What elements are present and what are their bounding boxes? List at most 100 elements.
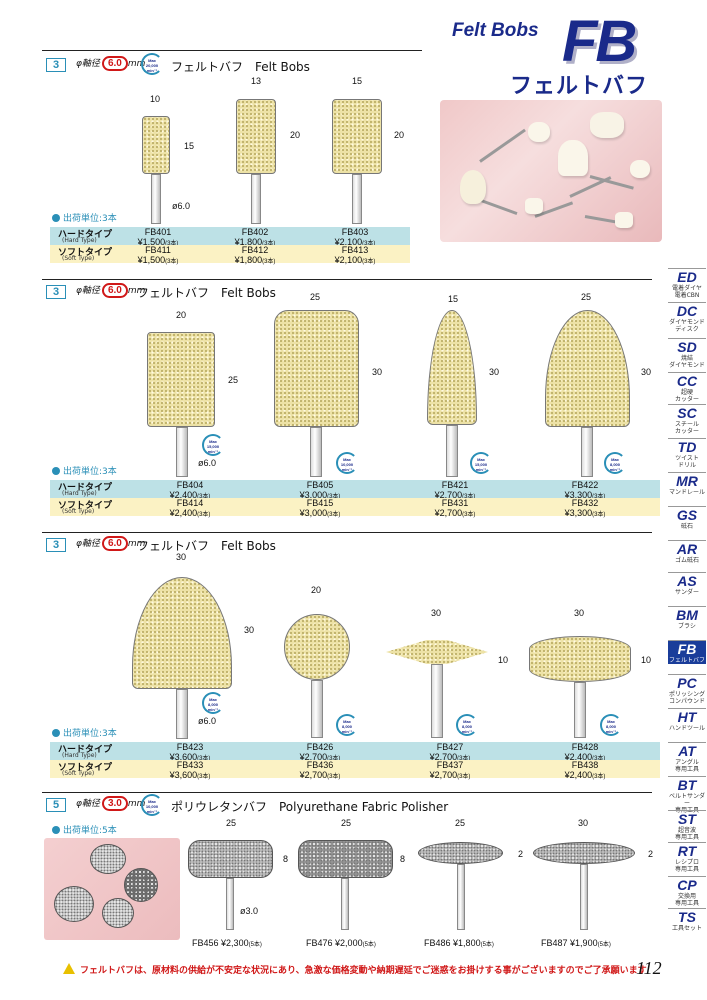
product-code-fb456: FB456 ¥2,300(5本) xyxy=(192,938,262,948)
section-title: フェルトバフ Felt Bobs xyxy=(137,286,276,300)
product-code-fb487: FB487 ¥1,900(5本) xyxy=(541,938,611,948)
sidebar-label: ツイスト ドリル xyxy=(675,455,699,469)
unit-note: 出荷単位:3本 xyxy=(52,726,117,739)
felt-bob-fb405 xyxy=(274,310,359,427)
qty-box: 3 xyxy=(46,58,66,72)
footer-notice: フェルトバフは、原材料の供給が不安定な状況にあり、急激な価格変動や納期遅延でご迷… xyxy=(80,966,647,976)
dimension-label: 25 xyxy=(226,818,237,828)
sidebar-label: アングル 専用工具 xyxy=(674,759,699,773)
sidebar-code: SD xyxy=(677,339,697,355)
dimension-label: 30 xyxy=(176,552,187,562)
sidebar-code: HT xyxy=(677,709,697,725)
sidebar-code: ST xyxy=(678,811,696,827)
felt-bob-fb428 xyxy=(529,636,631,682)
felt-bob-fb421 xyxy=(427,310,477,425)
price-table: ハードタイプ(Hard Type) FB401¥1,500(3本) FB402¥… xyxy=(50,227,410,265)
dimension-label: ø6.0 xyxy=(198,716,217,726)
felt-bob-fb423 xyxy=(132,577,232,689)
sidebar-code: FB xyxy=(677,641,697,657)
hard-row: ハードタイプ(Hard Type) FB401¥1,500(3本) FB402¥… xyxy=(50,227,410,247)
felt-bob-fb402 xyxy=(236,99,276,174)
polisher-photo xyxy=(44,838,180,940)
dimension-label: 30 xyxy=(578,818,589,828)
felt-bob-fb422 xyxy=(545,310,630,427)
dimension-label: 8 xyxy=(400,854,406,864)
qty-box: 3 xyxy=(46,285,66,299)
dimension-label: 25 xyxy=(581,292,592,302)
brand-title-en: Felt Bobs xyxy=(452,20,539,41)
dimension-label: 25 xyxy=(341,818,352,828)
dimension-label: 15 xyxy=(352,76,363,86)
sidebar-code: ED xyxy=(677,269,697,285)
sidebar-label: サンダー xyxy=(674,589,699,596)
dimension-label: 25 xyxy=(228,375,239,385)
section-divider xyxy=(42,279,652,280)
product-code-fb476: FB476 ¥2,000(5本) xyxy=(306,938,376,948)
dimension-label: ø6.0 xyxy=(198,458,217,468)
sidebar-label: ダイヤモンド ディスク xyxy=(669,319,705,333)
sidebar-code: BM xyxy=(676,607,698,623)
sidebar-label: 焼結 ダイヤモンド xyxy=(669,355,705,369)
sidebar-label: 交換用 専用工具 xyxy=(674,893,699,907)
sidebar-label: 超音波 専用工具 xyxy=(674,827,699,841)
soft-row: ソフトタイプ(Soft Type) FB433¥3,600(3本) FB436¥… xyxy=(50,760,660,780)
sidebar-label: レシプロ 専用工具 xyxy=(674,859,699,873)
product-photo xyxy=(440,100,662,242)
price-table: ハードタイプ(Hard Type) FB404¥2,400(3本) FB405¥… xyxy=(50,480,660,518)
hard-row: ハードタイプ(Hard Type) FB404¥2,400(3本) FB405¥… xyxy=(50,480,660,500)
sidebar-code: TS xyxy=(678,909,696,925)
dimension-label: 10 xyxy=(641,655,652,665)
felt-bob-fb426 xyxy=(284,614,350,680)
sidebar-label: マンドレール xyxy=(668,489,705,496)
unit-note: 出荷単位:5本 xyxy=(52,823,117,836)
sidebar-label: 電着ダイヤ 電着CBN xyxy=(672,285,702,299)
sidebar-code: PC xyxy=(677,675,697,691)
sidebar-code: GS xyxy=(676,507,698,523)
sidebar-code: MR xyxy=(676,473,698,489)
hard-row: ハードタイプ(Hard Type) FB423¥3,600(3本) FB426¥… xyxy=(50,742,660,762)
dimension-label: 13 xyxy=(251,76,262,86)
polisher-fb486 xyxy=(418,842,503,864)
sidebar-label: 砥石 xyxy=(680,523,693,530)
qty-box: 5 xyxy=(46,798,66,812)
price-table: ハードタイプ(Hard Type) FB423¥3,600(3本) FB426¥… xyxy=(50,742,660,780)
dimension-label: 2 xyxy=(518,849,524,859)
sidebar-label: 超硬 カッター xyxy=(674,389,699,403)
section-title: フェルトバフ Felt Bobs xyxy=(137,539,276,553)
dimension-label: 10 xyxy=(498,655,509,665)
polisher-fb487 xyxy=(533,842,635,864)
sidebar-label: ハンドツール xyxy=(668,725,705,732)
felt-bob-fb404 xyxy=(147,332,215,427)
sidebar-label: ポリッシング コンパウンド xyxy=(668,691,705,705)
dimension-label: 30 xyxy=(641,367,652,377)
warning-icon xyxy=(63,963,75,974)
